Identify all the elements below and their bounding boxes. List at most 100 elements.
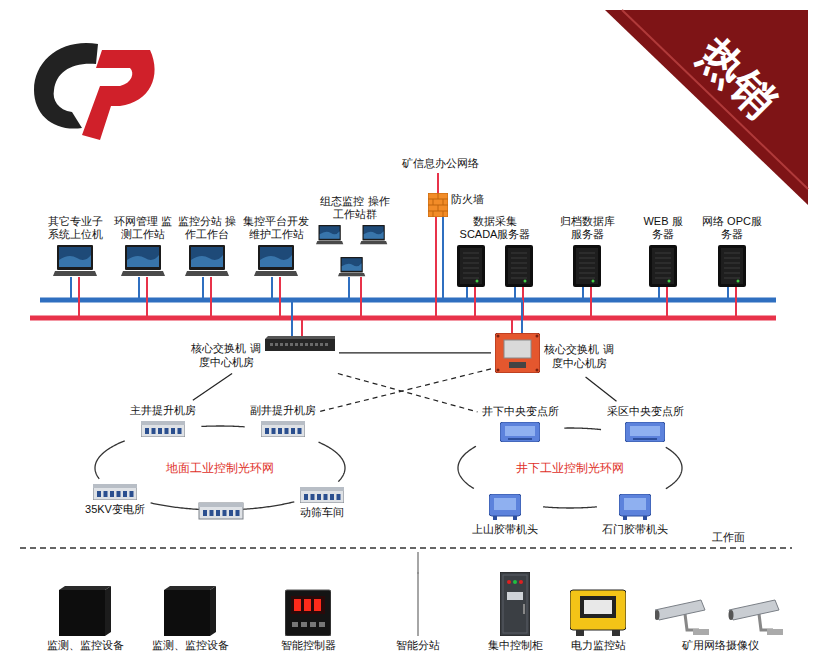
icon-part	[93, 484, 137, 500]
hot-sale-ribbon	[605, 10, 808, 205]
icon-part	[311, 494, 315, 500]
icon-part	[630, 426, 660, 436]
icon-part	[511, 258, 527, 259]
bus-drop-lines	[138, 277, 140, 300]
icon-part	[508, 248, 530, 284]
icon-part	[301, 622, 307, 627]
device-icon	[457, 245, 533, 287]
ring-device	[199, 503, 243, 519]
workstation: 环网管理 监测工作站	[110, 213, 176, 280]
icon-part	[316, 225, 343, 244]
icon-part	[285, 428, 289, 434]
icon-part	[342, 263, 362, 270]
icon-part	[724, 253, 740, 254]
icon-part	[261, 421, 305, 425]
icon-part	[272, 428, 276, 434]
ring-device	[236, 510, 240, 516]
bus-drop-lines	[437, 173, 439, 193]
icon-part	[457, 245, 485, 287]
icon-part	[579, 253, 595, 254]
icon-part	[592, 280, 595, 283]
icon-part	[123, 491, 127, 497]
icon-part	[141, 421, 185, 425]
bus-drop-lines	[735, 287, 737, 318]
device-icon	[570, 590, 626, 636]
icon-part	[579, 273, 595, 274]
icon-part	[579, 278, 595, 279]
icon-part	[729, 600, 784, 635]
node-label: 网络 OPC服务器	[701, 215, 763, 243]
field-device: 电力监控站	[568, 570, 628, 655]
network-bus	[40, 298, 776, 303]
node-label: 归档数据库 服务器	[556, 215, 618, 243]
icon-part	[265, 336, 335, 339]
icon-part	[536, 335, 539, 338]
device-icon	[489, 494, 521, 520]
ring-station: 上山胶带机头	[470, 492, 540, 539]
icon-part	[315, 343, 318, 346]
ring-station: 35KV变电所	[83, 482, 147, 519]
network-label: 矿信息办公网络	[402, 157, 479, 171]
workstation: 集控平台开发 维护工作站	[238, 213, 314, 280]
icon-part	[178, 428, 182, 434]
bus-drop-lines	[582, 287, 584, 300]
device-icon	[254, 245, 298, 276]
icon-part	[165, 428, 169, 434]
device-icon	[428, 193, 448, 217]
icon-part	[145, 428, 149, 434]
node-label: 井下中央变点所	[482, 405, 559, 419]
node-label: 环网管理 监测工作站	[112, 215, 174, 243]
device-icon	[261, 421, 305, 437]
work-face-divider	[20, 548, 792, 574]
device-icon	[265, 336, 335, 352]
icon-part	[624, 498, 646, 510]
bus-drop-lines	[271, 277, 273, 300]
device-icon	[625, 422, 665, 442]
icon-part	[576, 248, 598, 284]
workstation: 监控分站 操作工作台	[174, 213, 240, 280]
area-label: 工作面	[712, 531, 745, 545]
device-icon	[93, 484, 137, 500]
icon-part	[643, 516, 647, 520]
bus-drop-lines	[202, 277, 204, 300]
icon-part	[767, 629, 783, 635]
ring-link	[458, 446, 476, 488]
ring-link	[201, 425, 244, 427]
icon-part	[655, 278, 671, 279]
node-label: 矿用网络摄像仪	[682, 639, 759, 653]
node-label: 其它专业子 系统上位机	[44, 215, 106, 243]
icon-part	[360, 225, 387, 244]
icon-part	[320, 231, 340, 238]
device-icon	[285, 572, 331, 636]
hot-sale-ribbon	[622, 10, 808, 189]
workstation: 其它专业子 系统上位机	[42, 213, 108, 280]
bus-drop-lines	[514, 287, 516, 300]
icon-part	[655, 600, 709, 635]
network-bus	[30, 316, 776, 321]
icon-part	[318, 225, 340, 241]
icon-part	[718, 245, 746, 287]
ribbon-text: 热销	[691, 31, 784, 124]
server: 网络 OPC服务器	[699, 213, 765, 290]
bus-drop-lines	[360, 277, 362, 318]
ring-station: 井下中央变点所	[480, 403, 561, 444]
node-label: 组态监控 操作工作站群	[319, 195, 391, 223]
device-icon	[495, 333, 540, 373]
icon-part	[511, 278, 527, 279]
bus-drop-lines	[435, 217, 437, 318]
icon-part	[338, 273, 365, 276]
icon-part	[536, 369, 539, 372]
field-device: 监测、监控设备	[150, 570, 231, 655]
icon-part	[110, 491, 114, 497]
icon-part	[668, 280, 671, 283]
bus-drop-lines	[71, 173, 736, 338]
icon-part	[125, 245, 161, 270]
icon-part	[489, 494, 521, 516]
icon-part	[655, 263, 671, 264]
device-icon	[495, 333, 540, 373]
icon-part	[191, 255, 223, 267]
device-icon	[625, 422, 665, 442]
